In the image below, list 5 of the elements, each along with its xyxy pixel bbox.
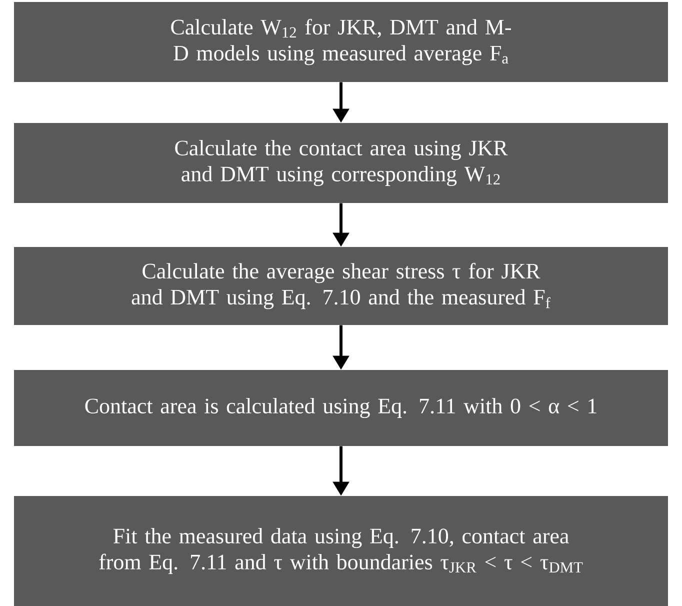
process-box: Calculate the contact area using JKR and DMT using corresponding W$_{12}$ bbox=[14, 123, 668, 203]
process-box: Fit the measured data using Eq. 7.10, contact area from Eq. 7.11 and τ with boundaries τ$_{JKR}$ < τ < τ$_{DMT}$ bbox=[14, 496, 668, 606]
process-box: Calculate W$_{12}$ for JKR, DMT and M-D models using measured average F$_{a}$ bbox=[14, 2, 668, 82]
process-box: Calculate the average shear stress τ for JKR and DMT using Eq. 7.10 and the measured F$_{f}$ bbox=[14, 247, 668, 325]
process-box: Contact area is calculated using Eq. 7.11 with 0 < α < 1 bbox=[14, 370, 668, 446]
